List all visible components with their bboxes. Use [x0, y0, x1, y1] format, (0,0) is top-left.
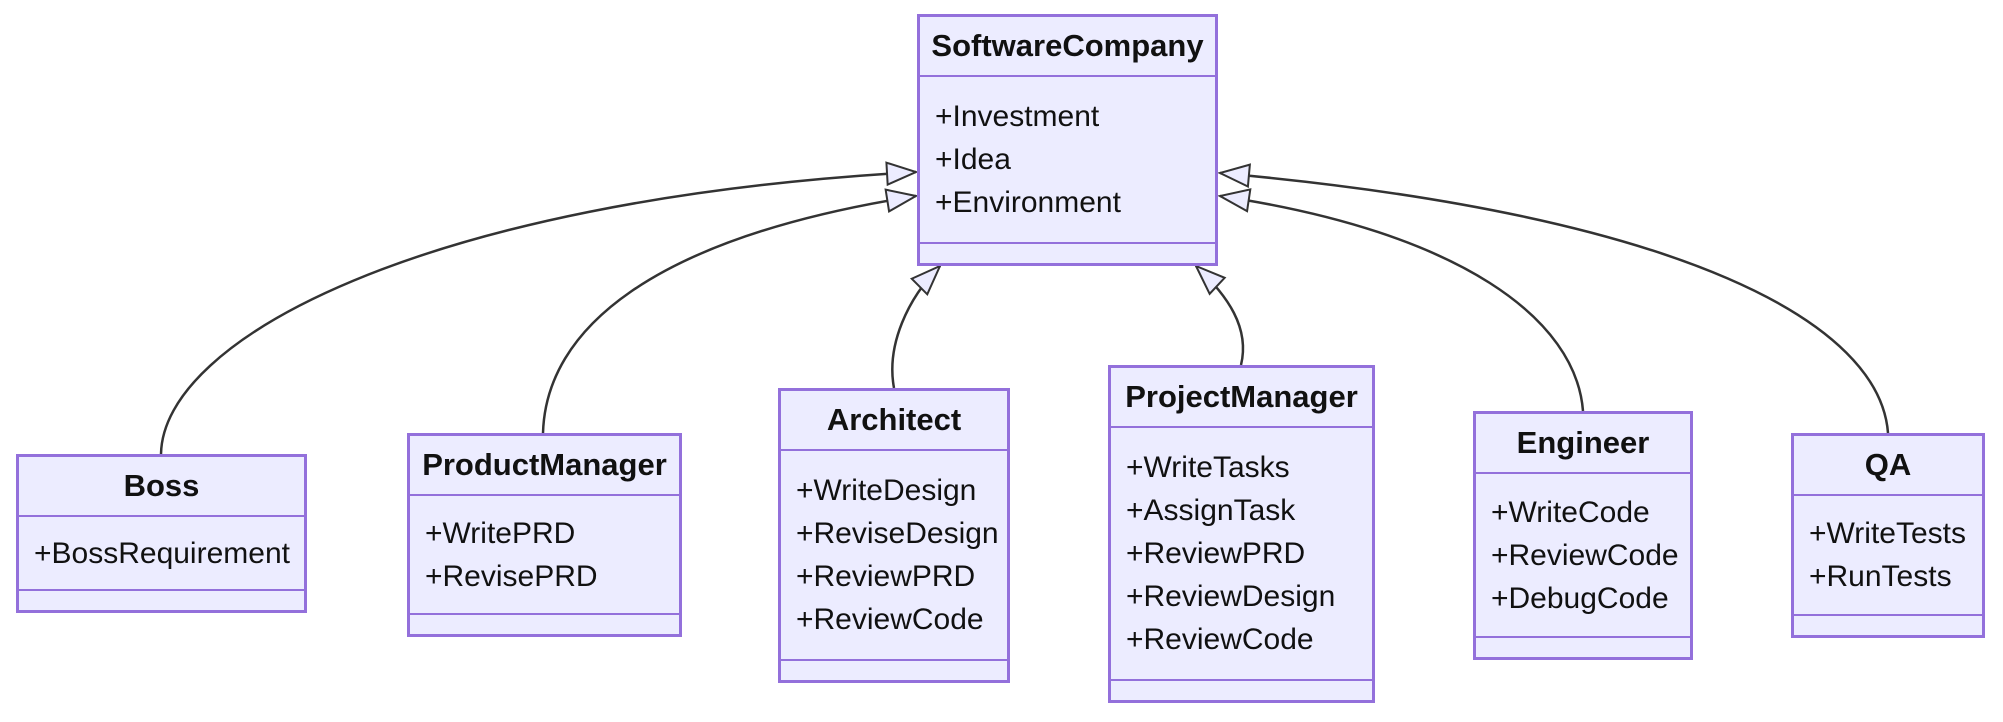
class-methods-empty	[410, 613, 679, 634]
class-title-softwarecompany: SoftwareCompany	[920, 17, 1215, 77]
class-title-productmanager: ProductManager	[410, 436, 679, 496]
class-member: +Investment	[935, 100, 1100, 133]
edge-boss-to-softwarecompany	[159, 161, 919, 455]
class-box-projectmanager: ProjectManager +WriteTasks +AssignTask +…	[1108, 365, 1375, 703]
class-methods-empty	[920, 242, 1215, 263]
class-member: +RevisePRD	[425, 559, 598, 593]
edge-qa-to-softwarecompany	[1217, 163, 1890, 434]
class-member: +ReviewPRD	[796, 560, 976, 593]
class-member: +AssignTask	[1126, 494, 1296, 527]
class-member: +BossRequirement	[34, 536, 290, 570]
class-member: +WriteTests	[1809, 517, 1966, 550]
edge-productmanager-to-softwarecompany	[541, 188, 919, 434]
class-member: +Environment	[935, 186, 1121, 219]
class-member: +ReviewDesign	[1126, 580, 1336, 613]
class-members-engineer: +WriteCode +ReviewCode +DebugCode	[1476, 474, 1690, 636]
class-methods-empty	[1476, 636, 1690, 657]
class-member: +DebugCode	[1491, 581, 1669, 615]
class-member: +WriteDesign	[796, 474, 977, 507]
class-member: +ReviseDesign	[796, 517, 999, 550]
class-title-architect: Architect	[781, 391, 1007, 451]
class-member: +WriteCode	[1491, 495, 1650, 529]
class-member: +ReviewPRD	[1126, 537, 1306, 570]
class-member: +WritePRD	[425, 516, 576, 550]
class-member: +Idea	[935, 143, 1011, 176]
class-title-engineer: Engineer	[1476, 414, 1690, 474]
class-members-architect: +WriteDesign +ReviseDesign +ReviewPRD +R…	[781, 451, 1007, 659]
class-methods-empty	[1111, 679, 1372, 700]
class-members-softwarecompany: +Investment +Idea +Environment	[920, 77, 1215, 242]
class-box-boss: Boss +BossRequirement	[16, 454, 307, 613]
class-members-productmanager: +WritePRD +RevisePRD	[410, 496, 679, 613]
class-member: +RunTests	[1809, 560, 1952, 593]
class-members-qa: +WriteTests +RunTests	[1794, 496, 1982, 614]
class-title-boss: Boss	[19, 457, 304, 517]
class-member: +ReviewCode	[1126, 623, 1314, 656]
class-box-engineer: Engineer +WriteCode +ReviewCode +DebugCo…	[1473, 411, 1693, 660]
class-member: +ReviewCode	[1491, 538, 1679, 572]
class-member: +WriteTasks	[1126, 451, 1290, 484]
class-member: +ReviewCode	[796, 603, 984, 636]
class-title-projectmanager: ProjectManager	[1111, 368, 1372, 428]
class-title-qa: QA	[1794, 436, 1982, 496]
edge-architect-to-softwarecompany	[891, 264, 942, 389]
class-box-qa: QA +WriteTests +RunTests	[1791, 433, 1985, 638]
class-box-productmanager: ProductManager +WritePRD +RevisePRD	[407, 433, 682, 637]
edge-engineer-to-softwarecompany	[1217, 188, 1585, 412]
class-members-boss: +BossRequirement	[19, 517, 304, 589]
class-box-architect: Architect +WriteDesign +ReviseDesign +Re…	[778, 388, 1010, 683]
class-methods-empty	[19, 589, 304, 610]
class-members-projectmanager: +WriteTasks +AssignTask +ReviewPRD +Revi…	[1111, 428, 1372, 679]
class-methods-empty	[781, 659, 1007, 680]
class-methods-empty	[1794, 614, 1982, 635]
edge-projectmanager-to-softwarecompany	[1193, 264, 1245, 366]
class-box-softwarecompany: SoftwareCompany +Investment +Idea +Envir…	[917, 14, 1218, 266]
